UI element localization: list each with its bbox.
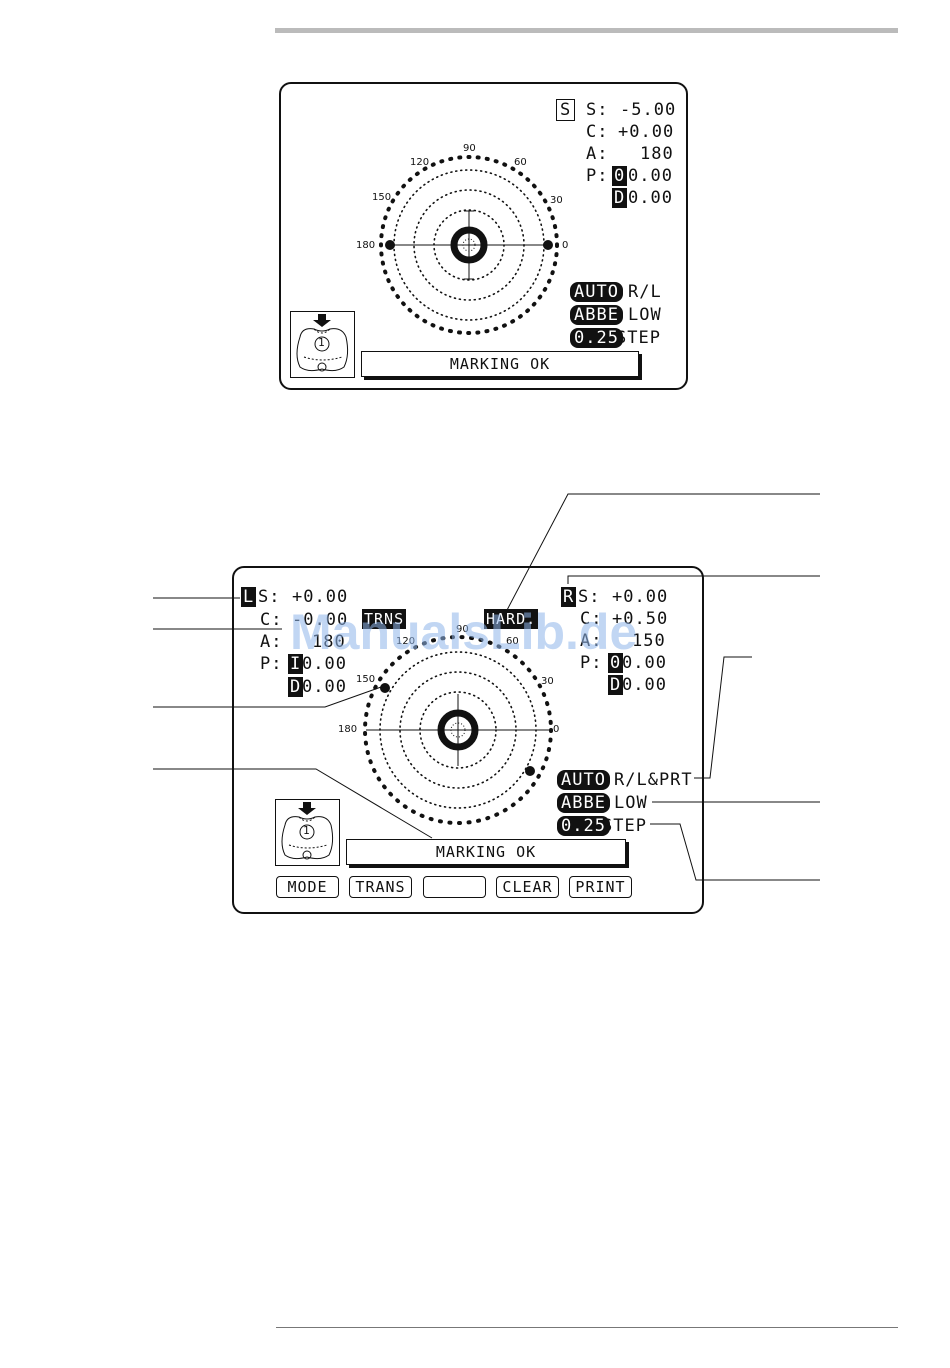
p-i-value: 0.00 bbox=[628, 166, 673, 186]
axis-marker-right bbox=[543, 240, 553, 250]
right-p-i-value: 0.00 bbox=[622, 653, 667, 673]
right-p-d-value: 0.00 bbox=[622, 675, 667, 695]
right-p-d-tag: D bbox=[608, 675, 624, 695]
deg2-90: 90 bbox=[456, 624, 469, 635]
deg-0: 0 bbox=[562, 240, 569, 251]
right-s-value: +0.00 bbox=[612, 587, 669, 607]
p-d-tag: D bbox=[612, 188, 628, 208]
c-value: +0.00 bbox=[618, 122, 675, 142]
deg-90: 90 bbox=[463, 143, 476, 154]
lens-position-icon bbox=[290, 311, 355, 378]
left-p-d-tag: D bbox=[288, 677, 304, 697]
target-dial-2 bbox=[363, 635, 553, 825]
mode-tag-single: S bbox=[556, 99, 576, 121]
status-message-2: MARKING OK bbox=[346, 839, 626, 865]
auto-tag-2: AUTO bbox=[557, 770, 610, 790]
p-label: P: bbox=[586, 166, 609, 186]
left-a-value: 180 bbox=[312, 632, 346, 652]
s-label: S: bbox=[586, 100, 609, 120]
left-p-i-value: 0.00 bbox=[302, 654, 347, 674]
trans-button[interactable]: TRANS bbox=[349, 876, 412, 898]
clear-button[interactable]: CLEAR bbox=[496, 876, 559, 898]
auto-value: R/L bbox=[628, 282, 662, 302]
right-c-value: +0.50 bbox=[612, 609, 669, 629]
right-c-label: C: bbox=[580, 609, 603, 629]
footer-rule bbox=[276, 1327, 898, 1328]
right-s-label: S: bbox=[578, 587, 601, 607]
abbe-value-2: LOW bbox=[614, 793, 648, 813]
right-p-label: P: bbox=[580, 653, 603, 673]
lens-number: 1 bbox=[318, 336, 325, 349]
deg2-0: 0 bbox=[553, 724, 560, 735]
deg2-120: 120 bbox=[396, 636, 416, 647]
step-value-2: STEP bbox=[602, 816, 647, 836]
target-dial-1 bbox=[379, 155, 559, 335]
mode-button[interactable]: MODE bbox=[276, 876, 339, 898]
axis-marker-330 bbox=[525, 766, 535, 776]
axis-marker-150 bbox=[380, 683, 390, 693]
deg-60: 60 bbox=[514, 157, 527, 168]
a-value: 180 bbox=[640, 144, 674, 164]
p-d-value: 0.00 bbox=[628, 188, 673, 208]
lens-position-icon-2 bbox=[275, 799, 340, 866]
a-label: A: bbox=[586, 144, 609, 164]
hard-badge: HARD. bbox=[484, 609, 539, 629]
deg-30: 30 bbox=[550, 195, 563, 206]
left-s-value: +0.00 bbox=[292, 587, 349, 607]
axis-marker-left bbox=[385, 240, 395, 250]
deg2-30: 30 bbox=[541, 676, 554, 687]
left-a-label: A: bbox=[260, 632, 283, 652]
deg2-60: 60 bbox=[506, 636, 519, 647]
left-s-label: S: bbox=[258, 587, 281, 607]
header-rule bbox=[275, 28, 898, 33]
p-i-tag: 0 bbox=[612, 166, 628, 186]
left-p-i-tag: I bbox=[288, 654, 304, 674]
trns-badge: TRNS bbox=[362, 609, 407, 629]
deg-150: 150 bbox=[372, 192, 392, 203]
watermark-text: ManualsLib.de bbox=[290, 604, 638, 660]
left-lens-tag: L bbox=[241, 587, 257, 607]
abbe-value: LOW bbox=[628, 305, 662, 325]
step-value: STEP bbox=[616, 328, 661, 348]
c-label: C: bbox=[586, 122, 609, 142]
right-p-i-tag: 0 bbox=[608, 653, 624, 673]
status-message: MARKING OK bbox=[361, 351, 639, 377]
deg2-180: 180 bbox=[338, 724, 358, 735]
auto-tag: AUTO bbox=[570, 282, 623, 302]
lens-number-2: 1 bbox=[303, 824, 310, 837]
auto-value-2: R/L&PRT bbox=[614, 770, 693, 790]
left-c-value: -0.00 bbox=[292, 610, 349, 630]
s-value: -5.00 bbox=[620, 100, 677, 120]
deg-180: 180 bbox=[356, 240, 376, 251]
left-c-label: C: bbox=[260, 610, 283, 630]
blank-button[interactable] bbox=[423, 876, 486, 898]
abbe-tag: ABBE bbox=[570, 305, 623, 325]
abbe-tag-2: ABBE bbox=[557, 793, 610, 813]
right-a-label: A: bbox=[580, 631, 603, 651]
step-tag-2: 0.25 bbox=[557, 816, 610, 836]
left-p-d-value: 0.00 bbox=[302, 677, 347, 697]
right-a-value: 150 bbox=[632, 631, 666, 651]
step-tag: 0.25 bbox=[570, 328, 623, 348]
print-button[interactable]: PRINT bbox=[569, 876, 632, 898]
deg2-150: 150 bbox=[356, 674, 376, 685]
right-lens-tag: R bbox=[561, 587, 577, 607]
left-p-label: P: bbox=[260, 654, 283, 674]
deg-120: 120 bbox=[410, 157, 430, 168]
